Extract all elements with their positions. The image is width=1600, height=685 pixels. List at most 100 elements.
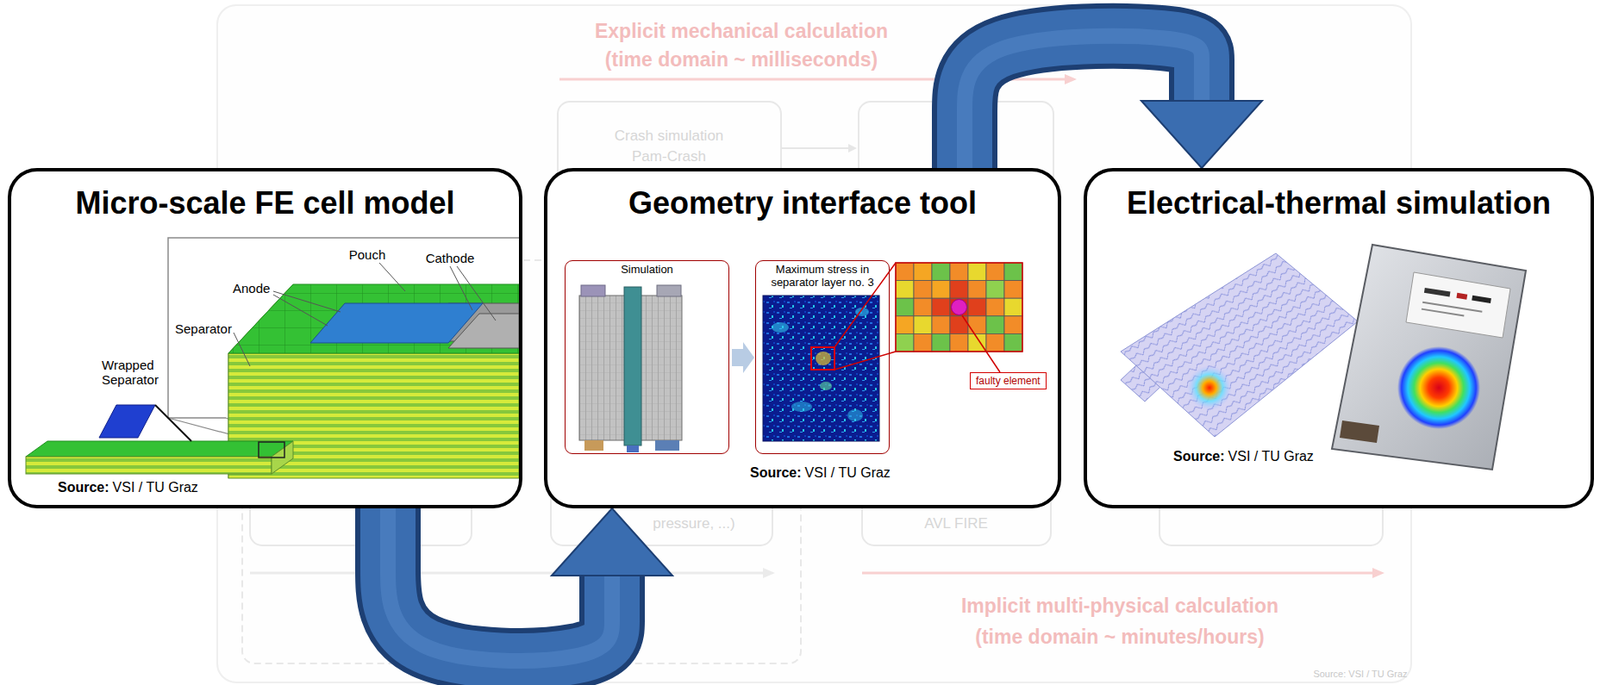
- panel-ground: [7, 168, 523, 509]
- source-note: Source:: [750, 464, 802, 482]
- geometry-illustration: [584, 440, 604, 451]
- faded-background-diagram: [1372, 568, 1385, 579]
- geometry-illustration: [962, 315, 1000, 373]
- cell-stack-illustration: [450, 266, 496, 321]
- faded-heading: Explicit mechanical calculation: [594, 19, 888, 44]
- source-note: VSI / TU Graz: [1228, 448, 1314, 465]
- geometry-illustration: [950, 281, 969, 300]
- geometry-illustration: [1004, 281, 1023, 300]
- source-note: Source:: [57, 479, 110, 496]
- geometry-illustration: [913, 262, 932, 282]
- cell-stack-illustration: [99, 405, 156, 438]
- geometry-illustration: [950, 262, 969, 282]
- cell-stack-illustration: [25, 441, 294, 457]
- stage-box: Geometry interface toolSimulationMaximum…: [543, 168, 1062, 509]
- arrow-head: [1141, 100, 1263, 169]
- part-label: Wrapped Separator: [101, 357, 159, 388]
- stage-box: Electrical-thermal simulation: [1083, 168, 1594, 509]
- curved-flow-arrow: [964, 36, 1263, 169]
- cell-stack-illustration: [379, 262, 406, 292]
- box-title: Micro-scale FE cell model: [75, 185, 455, 221]
- faded-heading: Implicit multi-physical calculation: [961, 594, 1279, 619]
- cell-stack-illustration: [233, 332, 250, 367]
- faded-heading: (time domain ~ minutes/hours): [975, 625, 1264, 650]
- geometry-illustration: [950, 316, 969, 335]
- thermal-illustration: [1421, 308, 1465, 318]
- faded-background-diagram: [1064, 74, 1077, 85]
- geometry-illustration: [656, 285, 682, 297]
- geometry-illustration: [913, 298, 932, 317]
- geometry-illustration: [819, 381, 832, 391]
- geometry-illustration: [931, 298, 950, 317]
- geometry-illustration: [895, 262, 1023, 352]
- faded-background-diagram: [762, 568, 775, 579]
- geometry-illustration: [895, 281, 914, 300]
- geometry-illustration: [931, 333, 950, 352]
- source-note: VSI / TU Graz: [805, 464, 891, 482]
- faded-box-text: pressure, ...): [652, 515, 735, 533]
- thermal-illustration: [1331, 244, 1526, 470]
- faded-background-diagram: [781, 147, 849, 150]
- faded-box-text: AVL FIRE: [924, 515, 988, 533]
- geometry-illustration: [931, 262, 950, 282]
- part-label: Separator: [175, 321, 232, 338]
- panel-ground: [1083, 168, 1594, 509]
- cell-stack-illustration: [258, 442, 285, 458]
- thermal-illustration: [1424, 287, 1451, 298]
- geometry-illustration: [913, 316, 932, 335]
- geometry-illustration: [626, 445, 639, 453]
- geometry-illustration: [931, 316, 950, 335]
- arrow-ribbon-edge: [387, 508, 613, 662]
- cell-stack-illustration: [448, 313, 519, 349]
- faded-box-text: Pam-Crash: [631, 148, 707, 166]
- faded-background-diagram: [250, 572, 763, 575]
- cell-stack-illustration: [228, 353, 519, 479]
- panel-heading: Simulation: [565, 261, 729, 280]
- geometry-illustration: [968, 316, 987, 335]
- source-note: VSI / TU Graz: [112, 479, 199, 496]
- cell-stack-illustration: [310, 303, 483, 344]
- geometry-illustration: [762, 295, 880, 442]
- geometry-illustration: [951, 300, 968, 316]
- geometry-illustration: [913, 333, 932, 352]
- arrow-highlight: [387, 508, 613, 662]
- geometry-illustration: [950, 298, 969, 317]
- source-note: Source:: [1173, 448, 1225, 465]
- callout-text: faulty element: [970, 373, 1046, 389]
- geometry-illustration: [986, 333, 1005, 352]
- thermal-illustration: [1397, 346, 1481, 430]
- faded-background-diagram: [217, 5, 1412, 683]
- cell-stack-illustration: [155, 405, 192, 442]
- thermal-illustration: [1339, 420, 1380, 444]
- geometry-illustration: [895, 262, 914, 282]
- cell-stack-illustration: [228, 284, 519, 354]
- geometry-illustration: [968, 262, 987, 282]
- geometry-illustration: [913, 281, 932, 300]
- geometry-illustration: [731, 342, 755, 374]
- geometry-illustration: [581, 285, 606, 297]
- box-title: Electrical-thermal simulation: [1126, 185, 1551, 221]
- faded-background-diagram: [217, 5, 1412, 683]
- geometry-illustration: [986, 262, 1005, 282]
- thermal-illustration: [1421, 287, 1492, 321]
- thermal-illustration: [1120, 253, 1358, 438]
- geometry-illustration: [1004, 262, 1023, 282]
- part-label: Cathode: [425, 250, 475, 267]
- cell-stack-illustration: [273, 291, 341, 326]
- faded-background-diagram: [848, 143, 857, 153]
- part-label: Pouch: [349, 247, 387, 263]
- panel-ground: [543, 168, 1062, 509]
- thermal-illustration: [1187, 365, 1232, 411]
- geometry-illustration: [815, 351, 832, 366]
- callout-box: faulty element: [969, 372, 1047, 390]
- faded-source-note: Source: VSI / TU Graz: [1312, 668, 1407, 681]
- geometry-illustration: [895, 262, 1023, 352]
- geometry-illustration: [986, 281, 1005, 300]
- geometry-illustration: [895, 333, 914, 352]
- geometry-illustration: [968, 333, 987, 352]
- faded-background-diagram: [862, 572, 1373, 575]
- stage-box: Micro-scale FE cell model: [7, 168, 523, 509]
